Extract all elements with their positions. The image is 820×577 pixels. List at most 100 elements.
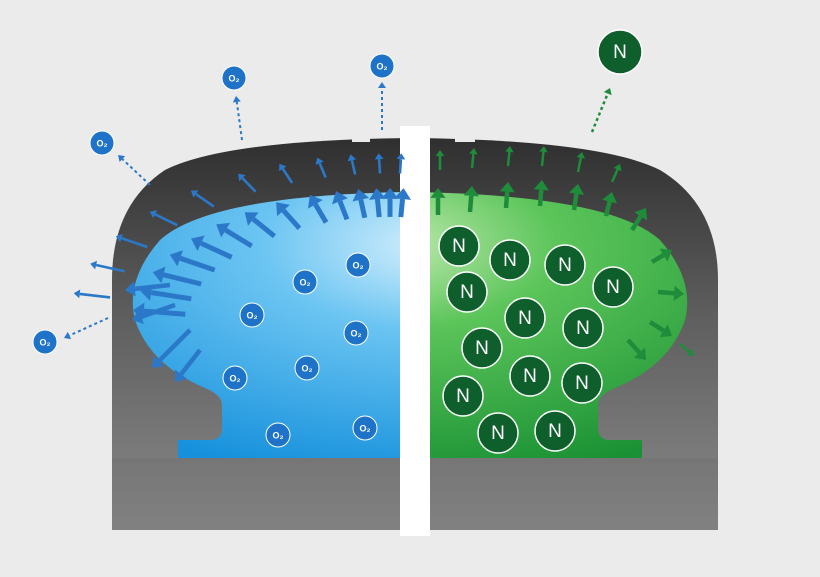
- oxygen-molecule: O₂: [222, 365, 248, 391]
- oxygen-molecule-escaping: O₂: [221, 65, 247, 91]
- oxygen-arrow: [352, 188, 370, 219]
- oxygen-escape-arrow: [378, 82, 386, 130]
- oxygen-arrow: [244, 212, 276, 239]
- nitrogen-molecule: N: [534, 410, 576, 452]
- oxygen-arrows: [64, 82, 412, 382]
- nitrogen-arrow: [648, 320, 672, 338]
- oxygen-molecule: O₂: [239, 302, 265, 328]
- oxygen-arrow: [216, 222, 253, 249]
- nitrogen-arrow: [602, 192, 618, 217]
- nitrogen-molecule: N: [592, 266, 634, 308]
- nitrogen-arrow: [650, 248, 672, 264]
- oxygen-arrow: [238, 173, 257, 193]
- svg-text:N: N: [606, 277, 620, 298]
- oxygen-molecule: O₂: [292, 269, 318, 295]
- svg-text:O₂: O₂: [302, 364, 313, 374]
- svg-text:O₂: O₂: [40, 338, 51, 348]
- nitrogen-molecule-escaping: N: [597, 29, 643, 75]
- oxygen-arrow: [308, 194, 329, 224]
- oxygen-molecules: O₂ O₂ O₂ O₂ O₂ O₂ O₂ O₂ O₂ O₂ O₂ O₂: [32, 53, 395, 448]
- nitrogen-arrow: [430, 188, 446, 215]
- oxygen-arrow: [315, 157, 327, 178]
- oxygen-arrow: [332, 191, 350, 221]
- nitrogen-arrow: [610, 164, 622, 183]
- svg-text:N: N: [456, 386, 470, 407]
- svg-text:N: N: [460, 282, 474, 303]
- svg-text:N: N: [452, 236, 466, 257]
- oxygen-arrow: [368, 188, 386, 218]
- svg-text:N: N: [613, 42, 627, 63]
- oxygen-arrow: [276, 202, 302, 231]
- oxygen-arrow: [279, 163, 294, 184]
- svg-text:N: N: [558, 255, 572, 276]
- nitrogen-arrow: [533, 180, 549, 207]
- nitrogen-arrow: [679, 343, 694, 356]
- svg-text:N: N: [491, 423, 505, 444]
- oxygen-molecule-escaping: O₂: [32, 329, 58, 355]
- oxygen-escape-arrow: [118, 155, 151, 186]
- oxygen-arrow: [90, 260, 125, 273]
- oxygen-molecule-escaping: O₂: [89, 130, 115, 156]
- nitrogen-arrow: [463, 186, 479, 213]
- svg-text:O₂: O₂: [353, 261, 364, 271]
- oxygen-arrow: [152, 266, 202, 287]
- oxygen-arrow: [396, 153, 406, 174]
- nitrogen-molecule: N: [461, 327, 503, 369]
- nitrogen-arrows: [430, 88, 694, 360]
- svg-text:O₂: O₂: [360, 424, 371, 434]
- nitrogen-arrow: [626, 338, 646, 360]
- nitrogen-arrow: [657, 285, 684, 301]
- nitrogen-molecule: N: [477, 412, 519, 454]
- svg-text:O₂: O₂: [351, 329, 362, 339]
- oxygen-arrow: [149, 210, 178, 227]
- nitrogen-arrow: [499, 182, 515, 209]
- nitrogen-molecule: N: [561, 362, 603, 404]
- nitrogen-arrow: [539, 146, 548, 167]
- oxygen-molecule: O₂: [265, 422, 291, 448]
- nitrogen-arrow: [435, 150, 445, 170]
- oxygen-molecule-escaping: O₂: [369, 53, 395, 79]
- oxygen-chamber: [132, 192, 400, 458]
- oxygen-arrow: [132, 302, 176, 324]
- oxygen-arrow: [374, 153, 384, 174]
- nitrogen-molecule: N: [438, 225, 480, 267]
- svg-text:O₂: O₂: [273, 431, 284, 441]
- oxygen-arrow: [115, 234, 148, 249]
- oxygen-escape-arrow: [64, 317, 109, 340]
- nitrogen-molecule: N: [504, 297, 546, 339]
- nitrogen-molecule: N: [544, 244, 586, 286]
- oxygen-arrow: [169, 250, 216, 273]
- oxygen-arrow: [175, 348, 202, 382]
- oxygen-arrow: [394, 188, 412, 218]
- svg-text:N: N: [518, 308, 532, 329]
- oxygen-arrow: [152, 328, 192, 368]
- oxygen-arrow: [125, 281, 171, 297]
- nitrogen-molecule: N: [489, 239, 531, 281]
- oxygen-arrow: [381, 187, 399, 217]
- tread-grooves: [262, 130, 565, 142]
- nitrogen-molecule: N: [446, 271, 488, 313]
- svg-text:N: N: [475, 338, 489, 359]
- svg-text:N: N: [503, 250, 517, 271]
- svg-text:N: N: [523, 366, 537, 387]
- oxygen-arrow: [190, 190, 215, 208]
- svg-text:O₂: O₂: [377, 62, 388, 72]
- divider: [400, 126, 430, 536]
- oxygen-arrow: [73, 289, 111, 299]
- svg-text:O₂: O₂: [97, 139, 108, 149]
- nitrogen-arrow: [568, 184, 585, 211]
- svg-text:O₂: O₂: [300, 278, 311, 288]
- svg-text:O₂: O₂: [229, 74, 240, 84]
- oxygen-molecule: O₂: [352, 415, 378, 441]
- nitrogen-molecule: N: [442, 375, 484, 417]
- oxygen-escape-arrow: [232, 96, 243, 141]
- oxygen-molecule: O₂: [343, 320, 369, 346]
- svg-text:O₂: O₂: [247, 311, 258, 321]
- svg-text:O₂: O₂: [230, 374, 241, 384]
- oxygen-molecule: O₂: [294, 355, 320, 381]
- nitrogen-molecule: N: [562, 307, 604, 349]
- nitrogen-arrow: [505, 146, 514, 167]
- svg-text:N: N: [576, 318, 590, 339]
